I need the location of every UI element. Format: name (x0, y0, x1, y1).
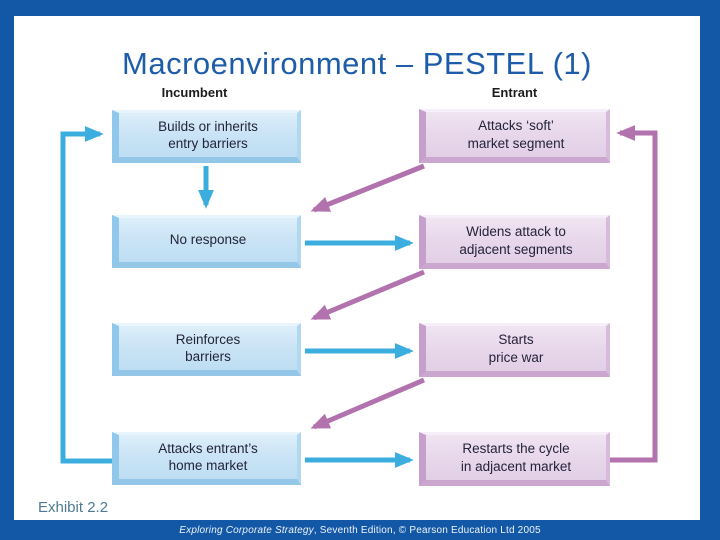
page-title: Macroenvironment – PESTEL (1) (122, 46, 592, 81)
flow-box-label: Attacks entrant’s home market (158, 440, 258, 473)
flow-box-attacks-soft-segment: Attacks ‘soft’ market segment (419, 109, 610, 163)
footer-edition-text: , Seventh Edition, © Pearson Education L… (313, 524, 541, 536)
slide-canvas: Macroenvironment – PESTEL (1) Incumbent … (14, 16, 700, 520)
flow-box-label: Reinforces barriers (175, 331, 241, 364)
flow-box-builds-entry-barriers: Builds or inherits entry barriers (112, 110, 301, 163)
flow-box-label: Starts price war (488, 332, 544, 365)
flow-box-label: Builds or inherits entry barriers (158, 118, 258, 151)
column-header-entrant: Entrant (491, 85, 538, 100)
flow-box-label: Widens attack to adjacent segments (459, 224, 573, 257)
arrow-widens-to-reinforces (310, 269, 425, 321)
footer-book-title: Exploring Corporate Strategy (179, 524, 314, 536)
flow-box-reinforces-barriers: Reinforces barriers (112, 323, 301, 376)
arrow-right-feedback-loop (610, 125, 658, 463)
flow-box-starts-price-war: Starts price war (419, 323, 610, 377)
exhibit-label: Exhibit 2.2 (38, 499, 109, 516)
arrow-attacks-soft-to-no-response (310, 163, 425, 213)
footer-credit: Exploring Corporate Strategy, Seventh Ed… (0, 520, 720, 540)
flow-box-restarts-cycle: Restarts the cycle in adjacent market (419, 432, 610, 486)
flow-arrows-layer (60, 125, 658, 468)
flow-box-label: Attacks ‘soft’ market segment (467, 118, 565, 151)
column-header-incumbent: Incumbent (161, 85, 228, 100)
flow-box-label: No response (169, 232, 247, 248)
flow-box-label: Restarts the cycle in adjacent market (460, 441, 572, 474)
flow-box-no-response: No response (112, 215, 301, 268)
flow-box-widens-attack: Widens attack to adjacent segments (419, 215, 610, 269)
arrow-left-feedback-loop (60, 126, 112, 464)
flow-box-attacks-home-market: Attacks entrant’s home market (112, 432, 301, 485)
arrow-price-war-to-attacks-home (310, 377, 425, 430)
